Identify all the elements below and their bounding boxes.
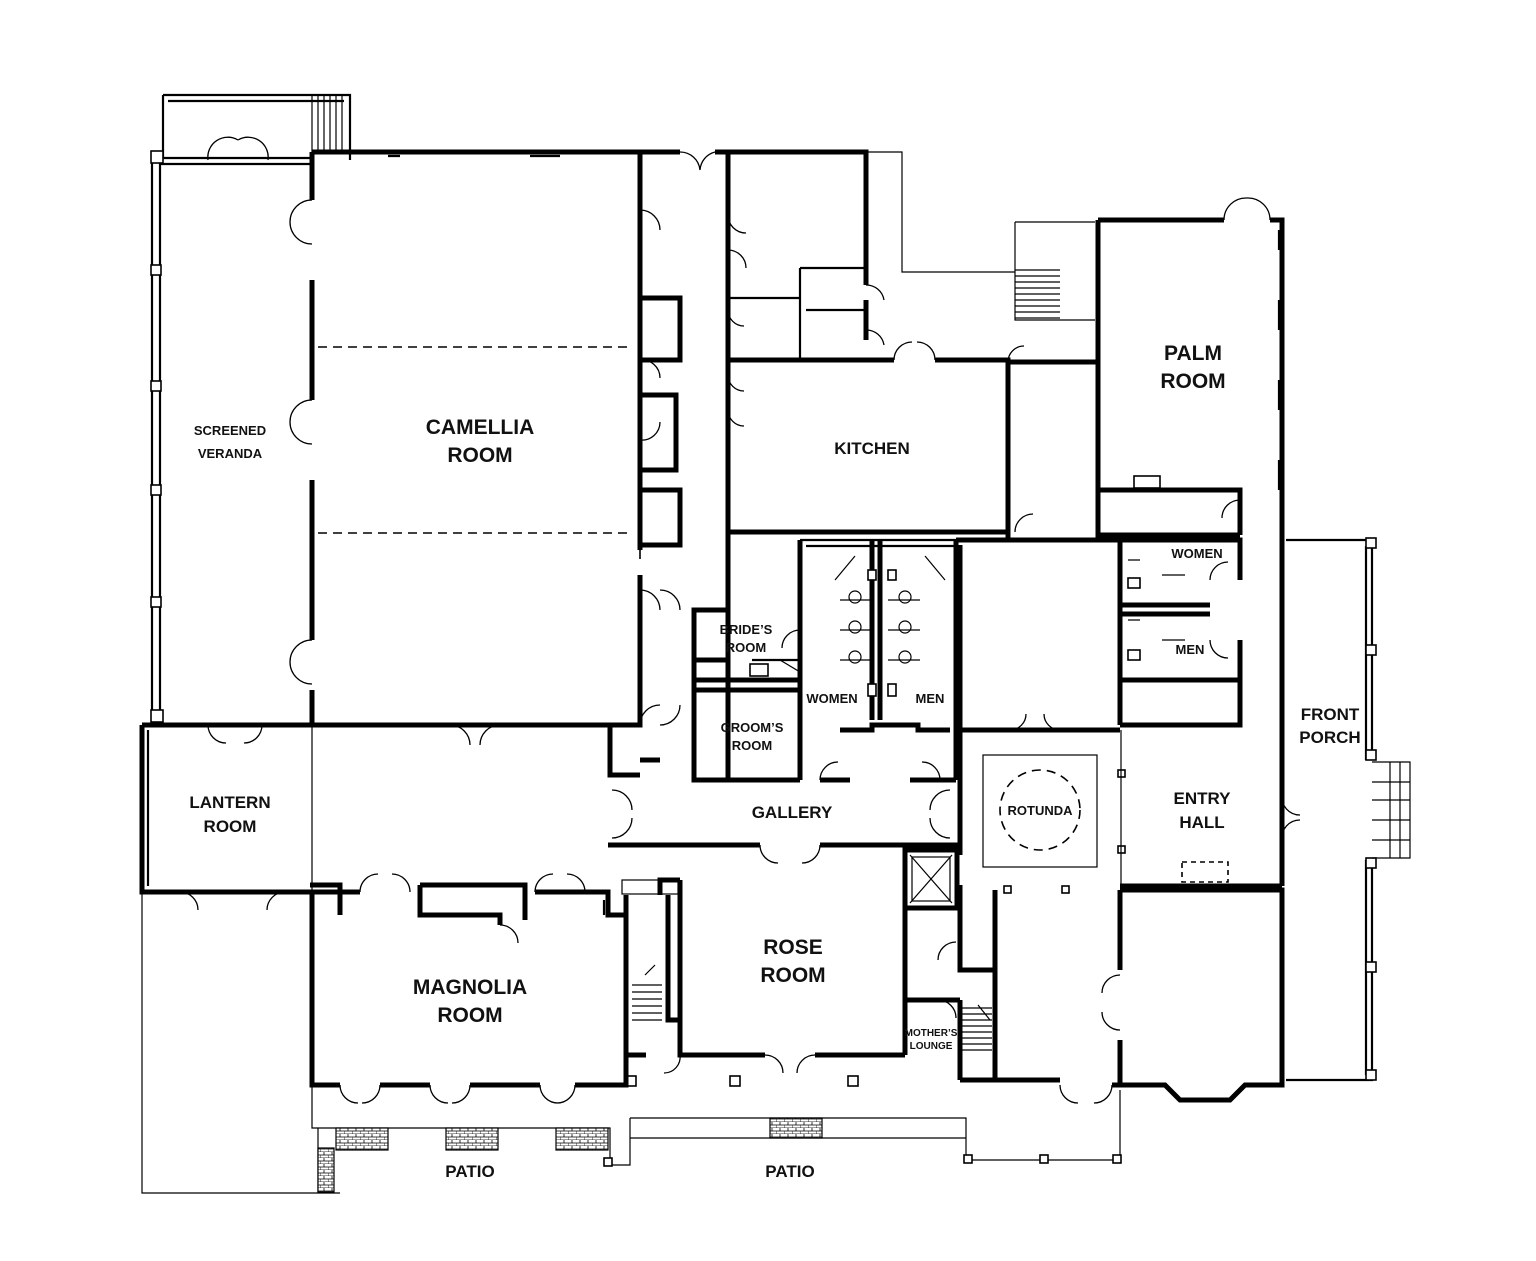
label-screened-veranda-1: SCREENED bbox=[194, 423, 266, 438]
label-rose-room-1: ROSE bbox=[763, 936, 823, 959]
label-women-right: WOMEN bbox=[1171, 546, 1222, 561]
magnolia-room bbox=[309, 873, 629, 1104]
label-men-left: MEN bbox=[916, 691, 945, 706]
label-magnolia-room-1: MAGNOLIA bbox=[413, 976, 527, 999]
label-women-left: WOMEN bbox=[806, 691, 857, 706]
label-front-porch-1: FRONT bbox=[1301, 705, 1360, 724]
front-porch bbox=[1286, 537, 1411, 1082]
screened-veranda bbox=[150, 93, 352, 723]
label-camellia-room-2: ROOM bbox=[447, 444, 512, 467]
label-kitchen: KITCHEN bbox=[834, 439, 910, 458]
label-gallery: GALLERY bbox=[752, 803, 833, 822]
label-screened-veranda-2: VERANDA bbox=[198, 446, 263, 461]
label-grooms-room-1: GROOM’S bbox=[721, 720, 784, 735]
back-stair bbox=[1007, 220, 1101, 365]
label-mothers-lounge-1: MOTHER’S bbox=[905, 1028, 958, 1039]
patios bbox=[311, 1085, 1122, 1193]
label-brides-room-1: BRIDE’S bbox=[720, 622, 773, 637]
label-patio-left: PATIO bbox=[445, 1162, 494, 1181]
label-camellia-room-1: CAMELLIA bbox=[426, 416, 535, 439]
label-rotunda: ROTUNDA bbox=[1008, 803, 1074, 818]
room-labels: SCREENED VERANDA CAMELLIA ROOM KITCHEN P… bbox=[189, 342, 1360, 1181]
label-lantern-room-1: LANTERN bbox=[189, 793, 270, 812]
main-stair bbox=[621, 879, 683, 1058]
right-restrooms bbox=[1117, 537, 1243, 728]
label-grooms-room-2: ROOM bbox=[732, 738, 772, 753]
label-lantern-room-2: ROOM bbox=[204, 817, 257, 836]
label-magnolia-room-2: ROOM bbox=[437, 1004, 502, 1027]
southeast-parlor bbox=[960, 887, 1285, 1104]
rotunda-circle bbox=[999, 769, 1081, 851]
palm-room bbox=[1095, 197, 1285, 540]
palm-counter bbox=[1133, 475, 1161, 489]
gallery bbox=[312, 589, 960, 864]
label-palm-room-1: PALM bbox=[1164, 342, 1222, 365]
label-entry-hall-2: HALL bbox=[1179, 813, 1224, 832]
mid-block bbox=[956, 513, 1120, 733]
label-palm-room-2: ROOM bbox=[1160, 370, 1225, 393]
service-corridor bbox=[639, 149, 800, 783]
label-entry-hall-1: ENTRY bbox=[1174, 789, 1232, 808]
label-men-right: MEN bbox=[1176, 642, 1205, 657]
veranda-steps bbox=[311, 95, 343, 152]
label-mothers-lounge-2: LOUNGE bbox=[910, 1041, 953, 1052]
front-steps bbox=[1372, 761, 1411, 859]
label-rose-room-2: ROOM bbox=[760, 964, 825, 987]
rotunda-square bbox=[982, 754, 1098, 868]
lantern-room bbox=[139, 722, 340, 1194]
label-patio-right: PATIO bbox=[765, 1162, 814, 1181]
bride-groom-suite bbox=[694, 610, 801, 783]
label-brides-room-2: ROOM bbox=[726, 640, 766, 655]
elevator-stair-core bbox=[902, 847, 998, 1080]
label-front-porch-2: PORCH bbox=[1299, 728, 1360, 747]
rotunda-area bbox=[957, 540, 1301, 894]
kitchen-wing bbox=[726, 149, 1015, 535]
